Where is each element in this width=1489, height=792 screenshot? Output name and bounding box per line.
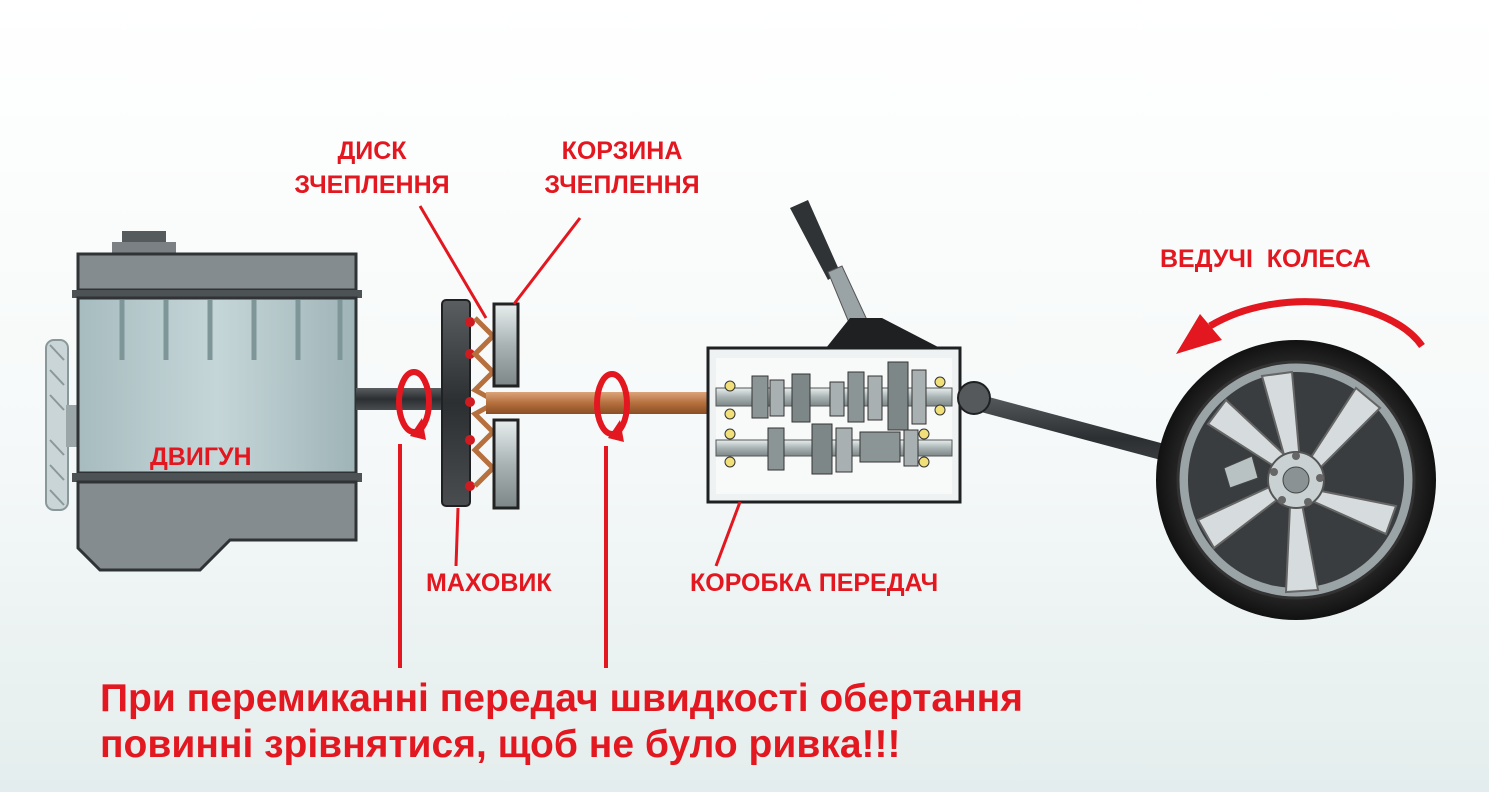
engine-label: ДВИГУН [150,443,252,471]
flywheel-label: МАХОВИК [426,569,552,597]
wheel-rotation-arrowhead [1176,314,1222,354]
clutch-disc-label: ДИСК ЗЧЕПЛЕННЯ [294,137,450,199]
shaft-rotation-arrow [594,371,630,442]
clutch-disc [470,316,497,488]
drive-wheels-label: ВЕДУЧІ КОЛЕСА [1160,245,1371,273]
clutch-basket-leader [512,217,582,305]
gearbox [706,200,962,504]
clutch-disc-leader [418,205,488,319]
flywheel-leader [454,507,460,567]
engine-rotation-arrow [396,369,432,440]
caption: При перемиканні передач швидкості оберта… [100,677,1023,766]
gearbox-leader [714,501,742,567]
clutch-basket [492,302,520,510]
engine-block [72,231,362,572]
flywheel [441,299,475,507]
gearbox-label: КОРОБКА ПЕРЕДАЧ [690,569,939,597]
drive-wheel [1156,340,1436,620]
clutch-basket-label: КОРЗИНА ЗЧЕПЛЕННЯ [544,137,700,199]
engine-fan [45,339,84,511]
wheel-rotation-arrow [1208,298,1425,349]
